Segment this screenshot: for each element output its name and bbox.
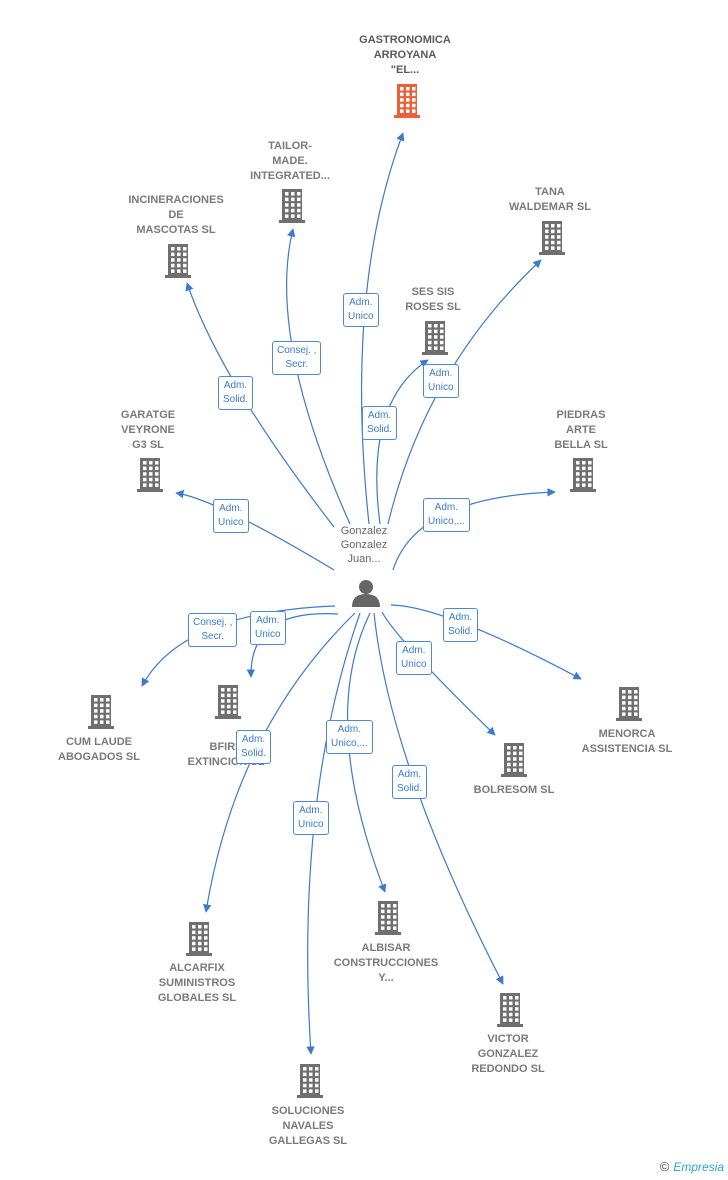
building-icon[interactable] — [279, 189, 305, 223]
company-label-tailor[interactable]: TAILOR- MADE. INTEGRATED... — [250, 140, 330, 182]
building-icon[interactable] — [165, 244, 191, 278]
edge-sessis — [376, 359, 429, 525]
building-icon[interactable] — [501, 743, 527, 777]
relation-badge-albisar[interactable]: Adm. Unico,... — [326, 720, 373, 754]
relation-badge-garatge[interactable]: Adm. Unico — [213, 499, 249, 533]
edge-gastronomica — [360, 132, 405, 525]
relation-badge-victor[interactable]: Adm. Solid. — [392, 765, 428, 799]
company-label-sessis[interactable]: SES SIS ROSES SL — [405, 286, 461, 313]
company-label-gastronomica[interactable]: GASTRONOMICA ARROYANA "EL... — [359, 34, 451, 76]
edge-piedras — [392, 488, 556, 571]
building-icon[interactable] — [394, 84, 420, 118]
building-icon[interactable] — [570, 458, 596, 492]
icons-layer — [88, 84, 642, 1098]
building-icon[interactable] — [497, 993, 523, 1027]
edge-cumlaude — [141, 605, 336, 687]
building-icon[interactable] — [297, 1064, 323, 1098]
company-label-garatge[interactable]: GARATGE VEYRONE G3 SL — [120, 409, 176, 451]
building-icon[interactable] — [616, 687, 642, 721]
relation-badge-sessis[interactable]: Adm. Solid. — [362, 406, 398, 440]
brand-name[interactable]: Empresia — [673, 1159, 724, 1174]
company-label-bolresom[interactable]: BOLRESOM SL — [473, 784, 555, 796]
company-label-tana[interactable]: TANA WALDEMAR SL — [509, 186, 591, 213]
relation-badge-incineraciones[interactable]: Adm. Solid. — [218, 376, 254, 410]
edge-incineraciones — [185, 282, 335, 528]
relation-badge-piedras[interactable]: Adm. Unico,... — [423, 498, 470, 532]
relation-badge-tailor[interactable]: Consej. , Secr. — [272, 341, 322, 375]
edge-tailor — [286, 228, 351, 525]
building-icon[interactable] — [186, 922, 212, 956]
relation-badge-alcarfix[interactable]: Adm. Solid. — [236, 730, 272, 764]
edge-garatge — [175, 489, 335, 571]
building-icon[interactable] — [215, 685, 241, 719]
center-person-label[interactable]: Gonzalez Gonzalez Juan... — [340, 525, 388, 565]
company-label-victor[interactable]: VICTOR GONZALEZ REDONDO SL — [471, 1033, 545, 1075]
building-icon[interactable] — [137, 458, 163, 492]
relation-badge-menorca[interactable]: Adm. Solid. — [443, 608, 479, 642]
company-label-bfire[interactable]: BFIRE EXTINCION SL — [187, 741, 264, 768]
building-icon[interactable] — [375, 901, 401, 935]
company-label-albisar[interactable]: ALBISAR CONSTRUCCIONES Y... — [333, 942, 439, 984]
edges-layer — [141, 132, 582, 1055]
person-icon[interactable] — [352, 580, 380, 607]
relation-badge-cumlaude[interactable]: Consej. , Secr. — [188, 613, 238, 647]
relation-badge-bolresom[interactable]: Adm. Unico — [396, 641, 432, 675]
relation-badge-bfire[interactable]: Adm. Unico — [250, 611, 286, 645]
copyright-symbol: © — [659, 1159, 670, 1174]
company-label-alcarfix[interactable]: ALCARFIX SUMINISTROS GLOBALES SL — [157, 962, 237, 1004]
company-label-soluciones[interactable]: SOLUCIONES NAVALES GALLEGAS SL — [268, 1105, 348, 1147]
brand-footer: © Empresia — [660, 1159, 724, 1174]
company-label-piedras[interactable]: PIEDRAS ARTE BELLA SL — [554, 409, 608, 451]
relation-badge-soluciones[interactable]: Adm. Unico — [293, 801, 329, 835]
relation-badge-gastronomica[interactable]: Adm. Unico — [343, 293, 379, 327]
building-icon[interactable] — [422, 321, 448, 355]
company-label-incineraciones[interactable]: INCINERACIONES DE MASCOTAS SL — [128, 194, 224, 236]
building-icon[interactable] — [88, 695, 114, 729]
building-icon[interactable] — [539, 221, 565, 255]
relation-badge-tana[interactable]: Adm. Unico — [423, 364, 459, 398]
company-label-menorca[interactable]: MENORCA ASSISTENCIA SL — [581, 728, 673, 755]
company-label-cumlaude[interactable]: CUM LAUDE ABOGADOS SL — [58, 736, 140, 763]
